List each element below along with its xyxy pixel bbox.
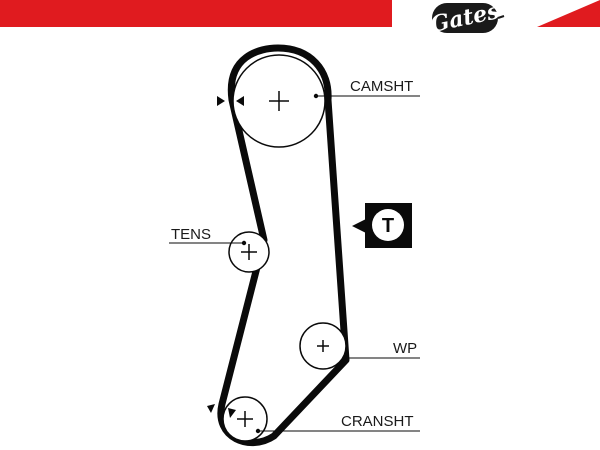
camshaft-timing-mark <box>217 96 244 106</box>
tensioner-pulley <box>228 231 270 273</box>
header-red-corner <box>537 0 600 27</box>
crankshaft-timing-mark <box>207 404 236 418</box>
water-pump-pulley <box>299 322 347 370</box>
water-pump-label: WP <box>393 340 417 357</box>
gates-logo: Gates <box>428 0 505 38</box>
crankshaft-label: CRANSHT <box>341 413 414 430</box>
tensioner-label: TENS <box>171 226 211 243</box>
water-pump-callout: WP <box>342 340 420 361</box>
crankshaft-callout: CRANSHT <box>255 413 420 434</box>
camshaft-callout: CAMSHT <box>313 78 420 99</box>
crankshaft-pulley <box>222 396 268 442</box>
camshaft-label: CAMSHT <box>350 78 413 95</box>
tension-marker: T <box>352 203 412 248</box>
camshaft-pulley <box>232 54 326 148</box>
tensioner-callout: TENS <box>169 226 247 246</box>
header-red-bar <box>0 0 392 27</box>
tension-marker-letter: T <box>382 215 394 237</box>
